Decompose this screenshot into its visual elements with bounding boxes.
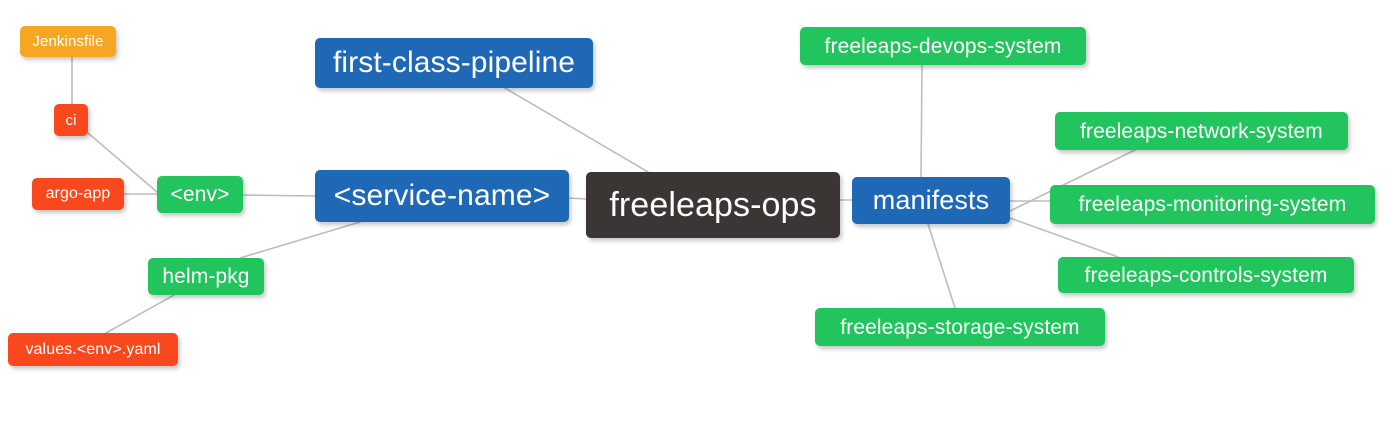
node-label-argo-app: argo-app (45, 185, 111, 202)
node-argo-app[interactable]: argo-app (32, 178, 124, 210)
edge-service-name-to-freeleaps-ops (568, 197, 587, 200)
node-helm-pkg[interactable]: helm-pkg (148, 258, 264, 295)
node-freeleaps-devops-system[interactable]: freeleaps-devops-system (800, 27, 1086, 65)
node-label-jenkinsfile: Jenkinsfile (32, 33, 104, 50)
node-label-freeleaps-network-system: freeleaps-network-system (1080, 119, 1323, 143)
node-label-ci: ci (65, 111, 77, 129)
node-jenkinsfile[interactable]: Jenkinsfile (20, 26, 116, 57)
node-freeleaps-ops[interactable]: freeleaps-ops (586, 172, 840, 238)
node-label-manifests: manifests (872, 185, 990, 215)
node-ci[interactable]: ci (54, 104, 88, 136)
node-label-first-class-pipeline: first-class-pipeline (332, 46, 576, 79)
edge-values-yaml-to-helm-pkg (105, 294, 175, 334)
node-label-service-name: <service-name> (333, 179, 551, 212)
node-label-freeleaps-controls-system: freeleaps-controls-system (1084, 263, 1328, 287)
node-freeleaps-controls-system[interactable]: freeleaps-controls-system (1058, 257, 1354, 293)
node-env[interactable]: <env> (157, 176, 243, 213)
edge-env-to-service-name (242, 194, 316, 197)
node-label-helm-pkg: helm-pkg (162, 265, 250, 288)
node-label-freeleaps-ops: freeleaps-ops (609, 186, 817, 224)
node-label-env: <env> (170, 183, 230, 206)
node-label-freeleaps-devops-system: freeleaps-devops-system (824, 34, 1062, 58)
edge-helm-pkg-to-service-name (239, 221, 361, 259)
node-label-freeleaps-monitoring-system: freeleaps-monitoring-system (1078, 193, 1347, 216)
node-label-freeleaps-storage-system: freeleaps-storage-system (840, 315, 1080, 339)
node-freeleaps-monitoring-system[interactable]: freeleaps-monitoring-system (1050, 185, 1375, 224)
node-service-name[interactable]: <service-name> (315, 170, 569, 222)
node-values-yaml[interactable]: values.<env>.yaml (8, 333, 178, 366)
node-manifests[interactable]: manifests (852, 177, 1010, 224)
node-freeleaps-storage-system[interactable]: freeleaps-storage-system (815, 308, 1105, 346)
edge-manifests-to-freeleaps-storage-system (927, 223, 956, 309)
edge-manifests-to-freeleaps-devops-system (920, 64, 923, 178)
node-label-values-yaml: values.<env>.yaml (25, 340, 161, 358)
node-freeleaps-network-system[interactable]: freeleaps-network-system (1055, 112, 1348, 150)
edge-first-class-pipeline-to-freeleaps-ops (504, 87, 649, 173)
node-first-class-pipeline[interactable]: first-class-pipeline (315, 38, 593, 88)
